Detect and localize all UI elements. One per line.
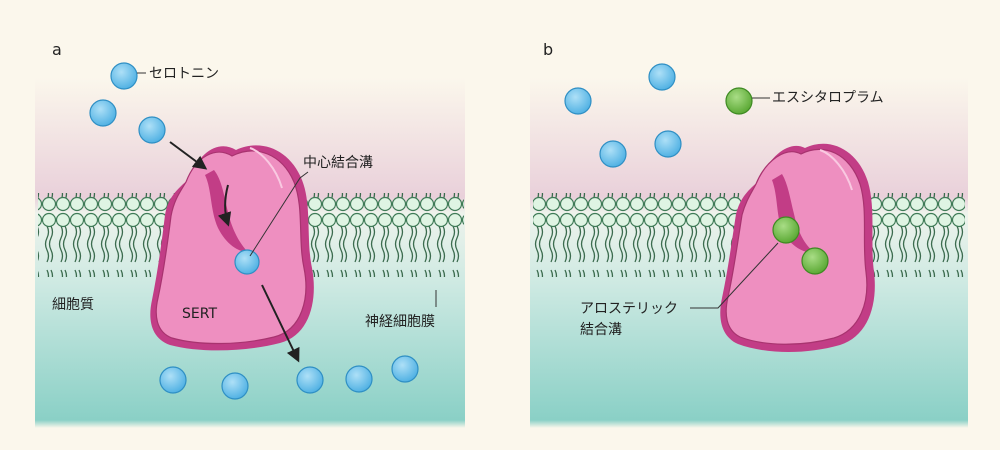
serotonin-label: セロトニン [149, 66, 219, 82]
serotonin-molecule [296, 366, 324, 394]
arrow-into-protein [169, 141, 208, 170]
central-site-leader [249, 171, 309, 257]
serotonin-molecule [345, 365, 373, 393]
allosteric-leader [690, 242, 779, 309]
escitalopram-molecule [725, 87, 753, 115]
allosteric-label-line2: 結合溝 [580, 322, 622, 338]
central-site-label: 中心結合溝 [303, 155, 373, 171]
serotonin-molecule [391, 355, 419, 383]
serotonin-molecule [599, 140, 627, 168]
bound-escitalopram-central [772, 216, 800, 244]
allosteric-label-line1: アロステリック [580, 301, 678, 317]
bound-serotonin-molecule [234, 249, 260, 275]
sert-protein: SERT [150, 145, 314, 351]
serotonin-molecule [159, 366, 187, 394]
serotonin-molecule [138, 116, 166, 144]
panel-b: b エスシタロプラム アロステリック 結合溝 [530, 30, 968, 428]
sert-label: SERT [182, 306, 217, 322]
sert-protein-b [720, 143, 875, 353]
bound-escitalopram-allosteric [801, 247, 829, 275]
arrow-out-of-protein [261, 284, 300, 363]
escitalopram-label: エスシタロプラム [772, 90, 884, 106]
panel-a-label: a [52, 40, 62, 59]
panel-a: a SERT セロトニン 中心結合溝 細胞質 神経細胞膜 [35, 30, 465, 428]
membrane-label: 神経細胞膜 [365, 314, 435, 330]
cytoplasm-label: 細胞質 [52, 297, 94, 313]
arrow-inside-protein [217, 184, 232, 227]
serotonin-molecule [648, 63, 676, 91]
serotonin-molecule [564, 87, 592, 115]
serotonin-molecule [221, 372, 249, 400]
serotonin-molecule [89, 99, 117, 127]
serotonin-molecule [654, 130, 682, 158]
panel-b-label: b [543, 40, 553, 59]
serotonin-molecule [110, 62, 138, 90]
